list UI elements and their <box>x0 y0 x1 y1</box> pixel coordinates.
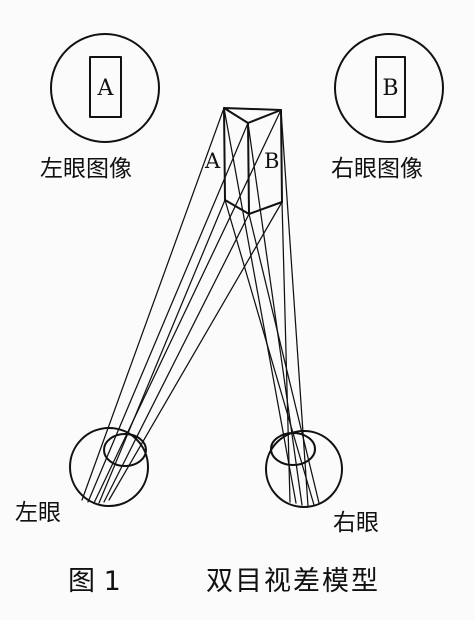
prism-edge-left <box>223 107 226 201</box>
right-eye-label: 右眼 <box>333 510 379 536</box>
right-image-circle <box>334 33 444 143</box>
prism-bottom-edge <box>224 199 283 215</box>
right-sight-line <box>248 213 320 504</box>
right-eye-image: B <box>334 33 444 143</box>
right-image-rect <box>375 56 406 118</box>
prism-face-b-label: B <box>264 149 279 173</box>
right-eye-sight-lines <box>223 107 320 507</box>
figure-number: 图 1 <box>68 566 121 597</box>
right-sight-line <box>281 201 291 503</box>
right-eyeball-circle <box>265 430 343 508</box>
right-eyeball <box>265 430 343 508</box>
right-eye-cornea <box>270 432 316 466</box>
prism-edge-front <box>247 122 250 215</box>
left-eye-label: 左眼 <box>15 500 61 526</box>
left-sight-line <box>98 199 226 504</box>
left-sight-line <box>93 109 282 504</box>
figure-title: 双目视差模型 <box>206 566 380 597</box>
right-image-letter: B <box>382 76 398 101</box>
left-eye-sight-lines <box>81 107 283 504</box>
prism-edge-right <box>280 109 283 203</box>
right-sight-line <box>247 122 303 506</box>
left-eyeball-circle <box>69 427 149 507</box>
left-eye-cornea <box>103 433 147 467</box>
left-image-circle <box>50 33 160 143</box>
right-sight-line <box>224 199 315 506</box>
prism-top-face <box>223 107 282 124</box>
left-eyeball <box>69 427 149 507</box>
prism-face-a-label: A <box>204 149 221 173</box>
left-sight-line <box>81 107 225 501</box>
left-sight-line <box>87 122 249 503</box>
right-eye-image-label: 右眼图像 <box>331 156 423 182</box>
left-eye-image-label: 左眼图像 <box>40 156 132 182</box>
left-eye-image: A <box>50 33 160 143</box>
left-image-rect <box>89 56 122 118</box>
left-sight-line <box>108 201 283 501</box>
left-sight-line <box>103 213 250 503</box>
left-image-letter: A <box>97 76 115 101</box>
